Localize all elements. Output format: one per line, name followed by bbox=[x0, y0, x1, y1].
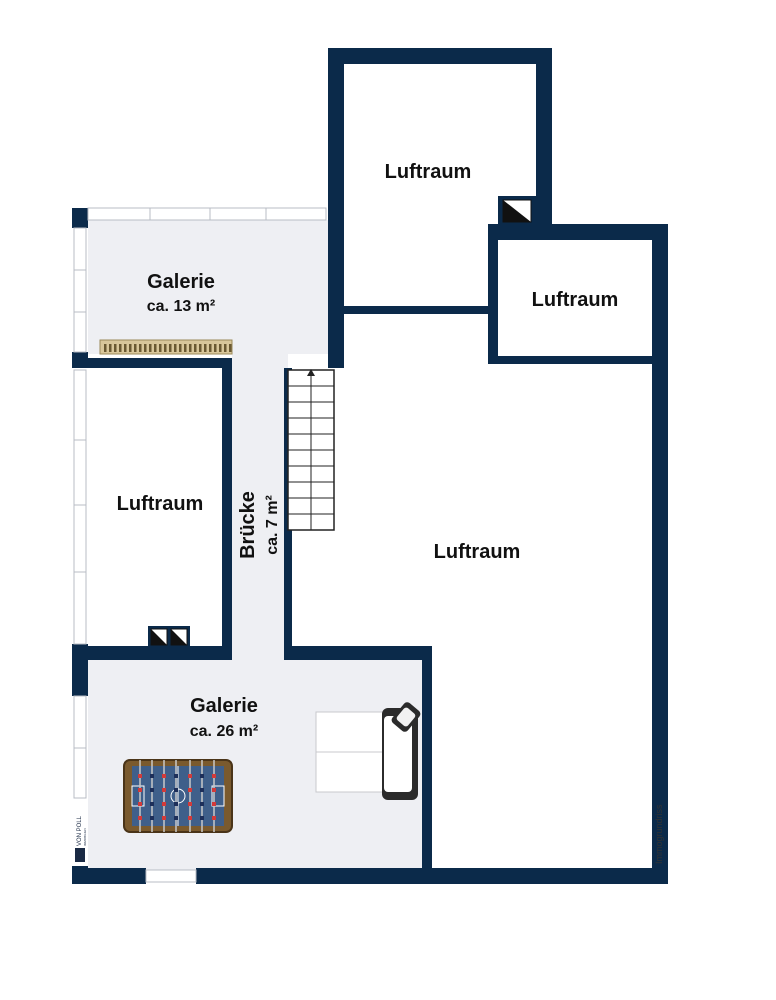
room-name-galerie-bottom: Galerie bbox=[190, 695, 258, 717]
logo-sub: IMMOBILIEN bbox=[83, 828, 87, 846]
wall bbox=[488, 224, 668, 240]
logo-name: VON POLL bbox=[77, 815, 83, 846]
shelf-icon bbox=[99, 339, 233, 355]
room-area-bruecke: ca. 7 m² bbox=[264, 495, 281, 555]
wall bbox=[488, 356, 654, 364]
room-area-galerie-bottom: ca. 26 m² bbox=[190, 723, 258, 740]
brand-logo: VP VON POLL IMMOBILIEN bbox=[74, 800, 87, 866]
wall bbox=[422, 646, 432, 884]
wall bbox=[488, 224, 498, 364]
window-top-galerie bbox=[87, 207, 327, 221]
room-name-galerie-top: Galerie bbox=[147, 271, 215, 293]
window-left-middle bbox=[73, 369, 87, 645]
chimney-icon bbox=[148, 626, 190, 648]
wall bbox=[222, 358, 232, 660]
wall bbox=[196, 868, 668, 884]
wall bbox=[536, 48, 552, 238]
floor-bruecke bbox=[232, 354, 288, 660]
window-bottom bbox=[145, 869, 197, 883]
window-left-upper bbox=[73, 227, 87, 353]
sofa-icon bbox=[315, 702, 421, 800]
walls bbox=[72, 48, 668, 884]
window-left-lower bbox=[73, 695, 87, 799]
wall bbox=[336, 306, 496, 314]
wall bbox=[72, 646, 232, 660]
room-name-bruecke: Brücke bbox=[237, 491, 259, 559]
foosball-table-icon bbox=[123, 759, 233, 833]
wall bbox=[72, 208, 88, 228]
wall bbox=[652, 224, 668, 884]
wall bbox=[328, 48, 344, 368]
wall bbox=[72, 358, 232, 368]
room-area-galerie-top: ca. 13 m² bbox=[147, 298, 215, 315]
wall bbox=[72, 868, 146, 884]
stairs-icon bbox=[287, 369, 335, 531]
wall bbox=[328, 48, 552, 64]
windows bbox=[73, 207, 327, 883]
logo-mark: VP bbox=[78, 850, 85, 860]
wall bbox=[284, 646, 432, 660]
room-name-luftraum-left: Luftraum bbox=[117, 493, 204, 515]
floor-galerie-top bbox=[88, 220, 330, 354]
chimney-icon bbox=[498, 196, 536, 226]
room-name-luftraum-top: Luftraum bbox=[385, 161, 472, 183]
room-name-luftraum-main: Luftraum bbox=[434, 541, 521, 563]
vertical-note: Immogrundriss bbox=[654, 804, 664, 864]
room-name-luftraum-right: Luftraum bbox=[532, 289, 619, 311]
